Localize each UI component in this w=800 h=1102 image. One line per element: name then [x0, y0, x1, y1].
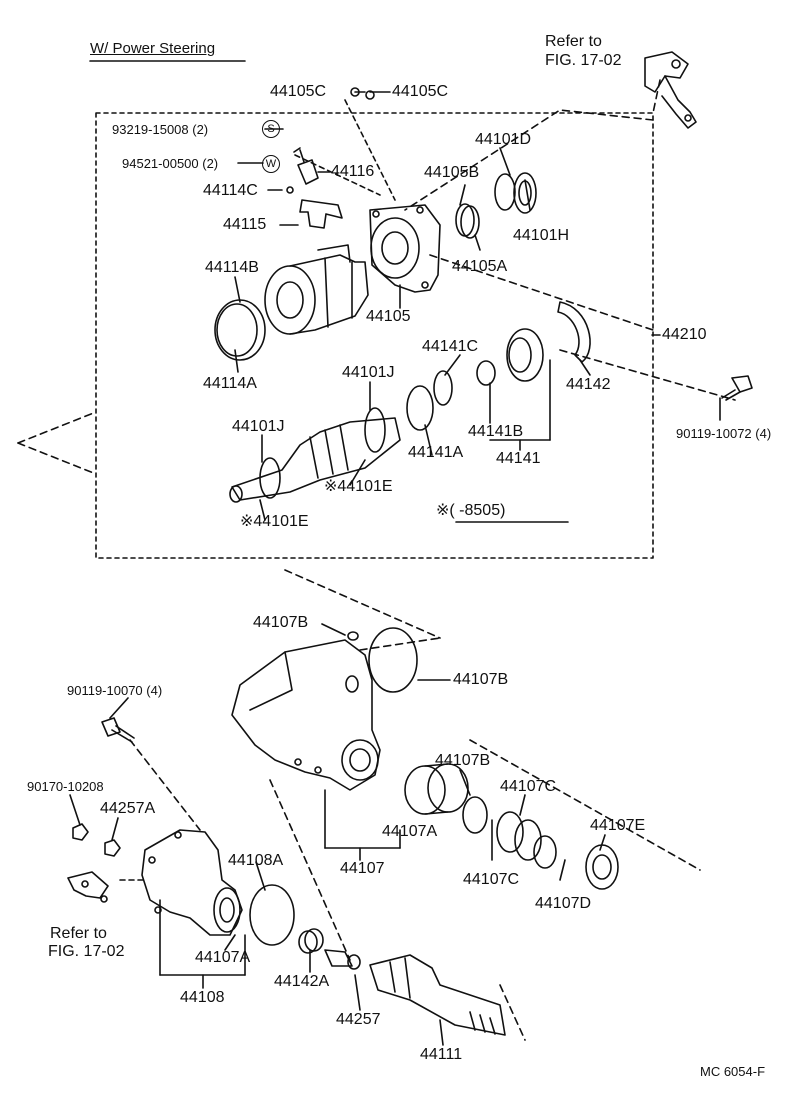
seal-44107e: [585, 844, 619, 890]
label-44114a: 44114A: [203, 375, 257, 392]
bearing-44107a: [404, 763, 469, 815]
leader-top-ref: [404, 109, 654, 211]
label-44114b: 44114B: [205, 259, 259, 276]
housing-44105: [369, 204, 441, 293]
ring-44101j-a: [364, 407, 386, 453]
label-44107e: 44107E: [590, 817, 646, 834]
ref-top-line1: Refer to: [545, 33, 602, 50]
clamp-44115: [299, 199, 343, 229]
label-44107b-c: 44107B: [435, 752, 491, 769]
housing-44108: [141, 829, 243, 936]
clip-44107d: [533, 835, 557, 869]
label-44210: 44210: [662, 326, 707, 343]
oring-44107b-a: [347, 631, 359, 641]
label-44142: 44142: [566, 376, 611, 393]
label-44107b-a: 44107B: [253, 614, 309, 631]
label-44141a: 44141A: [408, 444, 464, 461]
label-44107d: 44107D: [535, 895, 592, 912]
label-90170: 90170-10208: [27, 779, 104, 794]
valve-44116: [293, 147, 319, 185]
plug-44105c-a: [350, 87, 360, 97]
label-44107a-b: 44107A: [195, 949, 251, 966]
ring-44141c: [433, 370, 453, 406]
ring-44107c-a: [496, 811, 524, 853]
leader-left: [17, 411, 97, 444]
label-94521: 94521-00500 (2): [122, 156, 219, 171]
oring-44108a: [249, 884, 295, 946]
label-44257: 44257: [336, 1011, 381, 1028]
label-93219: 93219-15008 (2): [112, 122, 209, 137]
label-44101j-b: 44101J: [232, 418, 285, 435]
label-44101j-a: 44101J: [342, 364, 395, 381]
label-90119-10070: 90119-10070 (4): [67, 683, 163, 698]
label-44107a-a: 44107A: [382, 823, 438, 840]
snap-ring-44142: [557, 301, 591, 363]
note-8505: ※( -8505): [436, 502, 506, 519]
label-44101d: 44101D: [475, 131, 532, 148]
label-44105c-a: 44105C: [270, 83, 327, 100]
w-mark-icon: W: [262, 155, 280, 173]
page-title: W/ Power Steering: [90, 40, 216, 57]
ring-44114a: [216, 303, 258, 357]
nut-90170: [72, 823, 89, 841]
label-44142a: 44142A: [274, 973, 330, 990]
label-44107: 44107: [340, 860, 385, 877]
label-44107b-b: 44107B: [453, 671, 509, 688]
label-44105b: 44105B: [424, 164, 480, 181]
ring-44101d: [494, 173, 516, 211]
gear-housing-44107: [231, 639, 381, 791]
bracket-top-ref: [644, 51, 697, 129]
label-44115: 44115: [223, 216, 267, 233]
ring-44101j-b: [259, 457, 281, 499]
label-44141: 44141: [496, 450, 541, 467]
bolt-90119-10070: [101, 717, 135, 743]
diagram-code: MC 6054-F: [700, 1064, 766, 1079]
bushing-44141: [476, 360, 496, 386]
ring-44141a: [406, 385, 434, 431]
oring-44107b-b: [368, 627, 418, 693]
bearing-44101h: [513, 172, 537, 214]
label-44105a: 44105A: [452, 258, 508, 275]
label-44105: 44105: [366, 308, 411, 325]
label-44116: 44116: [331, 163, 375, 180]
label-44114c: 44114C: [203, 182, 258, 199]
label-44101e-b: ※44101E: [240, 513, 309, 530]
plug-44105c-b: [365, 90, 375, 100]
label-44108a: 44108A: [228, 852, 284, 869]
ref-bottom-line1: Refer to: [50, 925, 107, 942]
ref-top-line2: FIG. 17-02: [545, 52, 622, 69]
label-44141c: 44141C: [422, 338, 479, 355]
label-44141b: 44141B: [468, 423, 524, 440]
label-44105c-b: 44105C: [392, 83, 449, 100]
oring-44107b-c: [462, 796, 488, 834]
seal-44141b: [506, 328, 544, 382]
bolt-90119-10072: [721, 375, 753, 401]
label-44108: 44108: [180, 989, 225, 1006]
label-44257a: 44257A: [100, 800, 156, 817]
nut-44257a: [104, 839, 121, 857]
ball-44114c: [286, 186, 294, 194]
ref-bottom-line2: FIG. 17-02: [48, 943, 125, 960]
label-44107c-a: 44107C: [500, 778, 557, 795]
label-44111: 44111: [420, 1046, 463, 1063]
ring-44107c-b: [514, 819, 542, 861]
ring-44114b: [214, 299, 266, 361]
bracket-bottom-ref: [67, 871, 109, 903]
label-44101e-a: ※44101E: [324, 478, 393, 495]
label-44101h: 44101H: [513, 227, 570, 244]
plug-44142a: [298, 928, 324, 954]
label-44107c-b: 44107C: [463, 871, 520, 888]
s-mark-icon: S: [262, 120, 280, 138]
screw-44257: [324, 949, 361, 970]
valve-spool: [229, 407, 401, 503]
label-90119-10072: 90119-10072 (4): [676, 426, 772, 441]
cylinder-tube: [264, 244, 369, 335]
pinion-44111: [369, 954, 506, 1036]
